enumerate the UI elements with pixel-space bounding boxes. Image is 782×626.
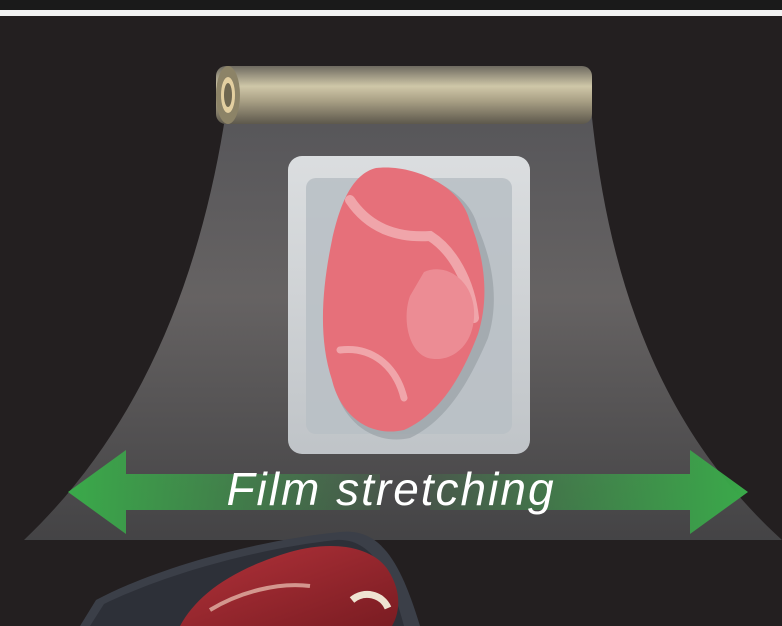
meat-tray-icon [288, 156, 530, 454]
steak-photo-icon [80, 532, 420, 626]
film-roll-icon [216, 66, 592, 124]
caption-film-stretching: Film stretching [0, 462, 782, 516]
